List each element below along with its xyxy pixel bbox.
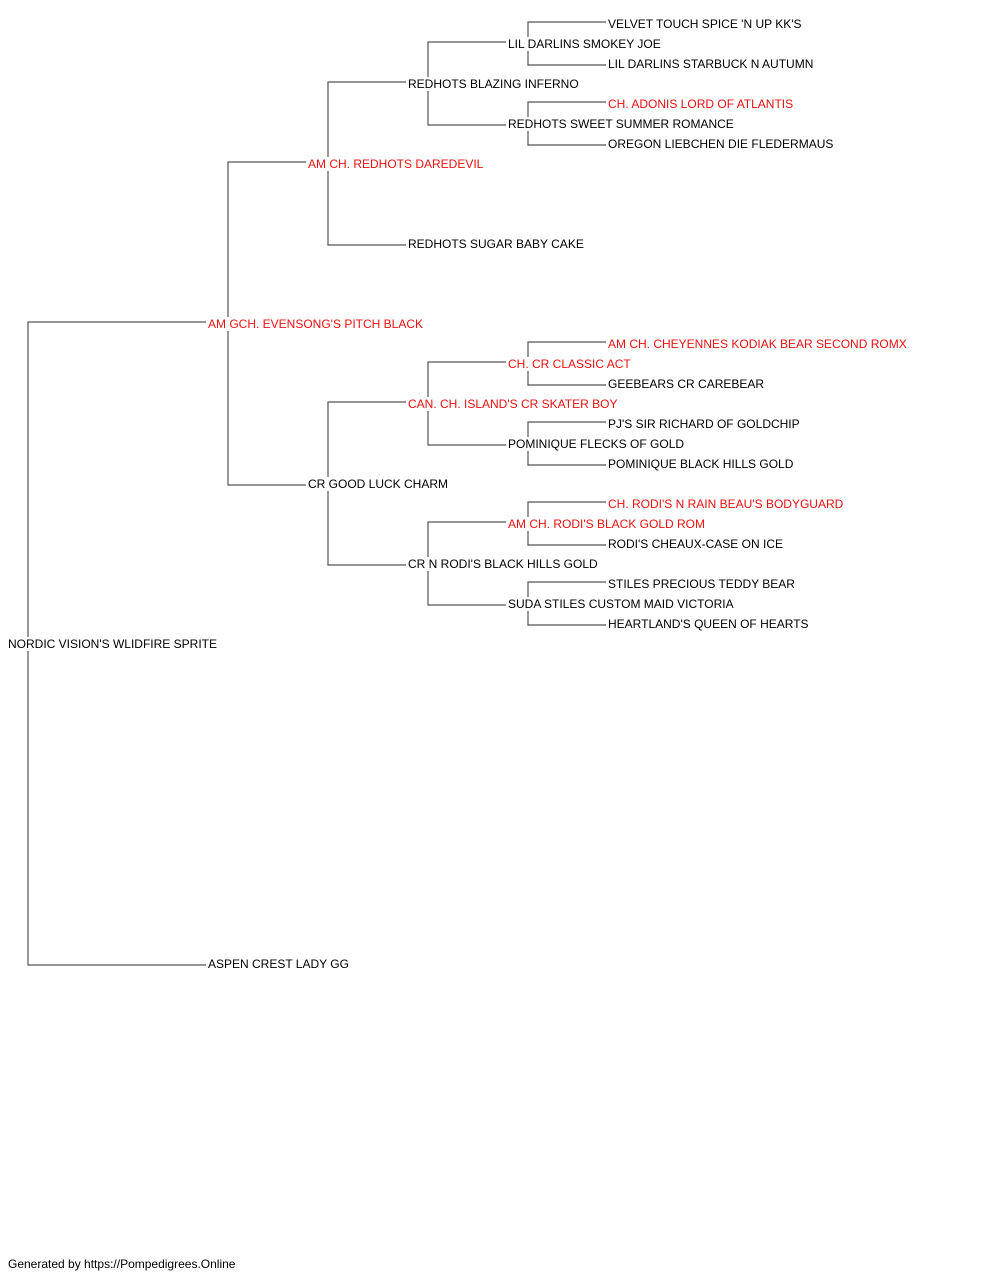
ancestor-name: CH. CR CLASSIC ACT — [508, 357, 633, 371]
ancestor-name: AM CH. RODI'S BLACK GOLD ROM — [508, 517, 707, 531]
connector-sire-sire — [327, 81, 406, 246]
connector-sire — [227, 161, 306, 486]
connector-flecks-of-gold — [527, 421, 606, 466]
ancestor-name: CH. RODI'S N RAIN BEAU'S BODYGUARD — [608, 497, 846, 511]
connector-smokey-joe — [527, 21, 606, 66]
ancestor-name: SUDA STILES CUSTOM MAID VICTORIA — [508, 597, 736, 611]
ancestor-name: VELVET TOUCH SPICE 'N UP KK'S — [608, 17, 804, 31]
generated-by-footer: Generated by https://Pompedigrees.Online — [8, 1257, 236, 1271]
sire-sire-sire-name: REDHOTS BLAZING INFERNO — [408, 77, 581, 91]
connector-inferno — [427, 41, 506, 126]
ancestor-name: REDHOTS SWEET SUMMER ROMANCE — [508, 117, 736, 131]
ancestor-name: RODI'S CHEAUX-CASE ON ICE — [608, 537, 785, 551]
ancestor-name: STILES PRECIOUS TEDDY BEAR — [608, 577, 797, 591]
connector-subject — [27, 321, 206, 966]
ancestor-name: LIL DARLINS SMOKEY JOE — [508, 37, 663, 51]
connector-suda-stiles — [527, 581, 606, 626]
connector-classic-act — [527, 341, 606, 386]
ancestor-name: AM CH. CHEYENNES KODIAK BEAR SECOND ROMX — [608, 337, 909, 351]
ancestor-name: POMINIQUE BLACK HILLS GOLD — [608, 457, 796, 471]
sire-sire-name: AM CH. REDHOTS DAREDEVIL — [308, 157, 486, 171]
ancestor-name: HEARTLAND'S QUEEN OF HEARTS — [608, 617, 811, 631]
connector-rodis-black-gold — [527, 501, 606, 546]
dam-name: ASPEN CREST LADY GG — [208, 957, 351, 971]
sire-dam-sire-name: CAN. CH. ISLAND'S CR SKATER BOY — [408, 397, 620, 411]
sire-name: AM GCH. EVENSONG'S PITCH BLACK — [208, 317, 425, 331]
ancestor-name: GEEBEARS CR CAREBEAR — [608, 377, 767, 391]
connector-sire-dam — [327, 401, 406, 566]
ancestor-name: POMINIQUE FLECKS OF GOLD — [508, 437, 687, 451]
connector-skater-boy — [427, 361, 506, 446]
sire-sire-dam-name: REDHOTS SUGAR BABY CAKE — [408, 237, 586, 251]
ancestor-name: CH. ADONIS LORD OF ATLANTIS — [608, 97, 796, 111]
ancestor-name: OREGON LIEBCHEN DIE FLEDERMAUS — [608, 137, 836, 151]
sire-dam-dam-name: CR N RODI'S BLACK HILLS GOLD — [408, 557, 600, 571]
connector-black-hills-gold — [427, 521, 506, 606]
connector-sweet-summer — [527, 101, 606, 146]
sire-dam-name: CR GOOD LUCK CHARM — [308, 477, 451, 491]
ancestor-name: PJ'S SIR RICHARD OF GOLDCHIP — [608, 417, 802, 431]
subject-name: NORDIC VISION'S WLIDFIRE SPRITE — [8, 637, 219, 651]
ancestor-name: LIL DARLINS STARBUCK N AUTUMN — [608, 57, 816, 71]
